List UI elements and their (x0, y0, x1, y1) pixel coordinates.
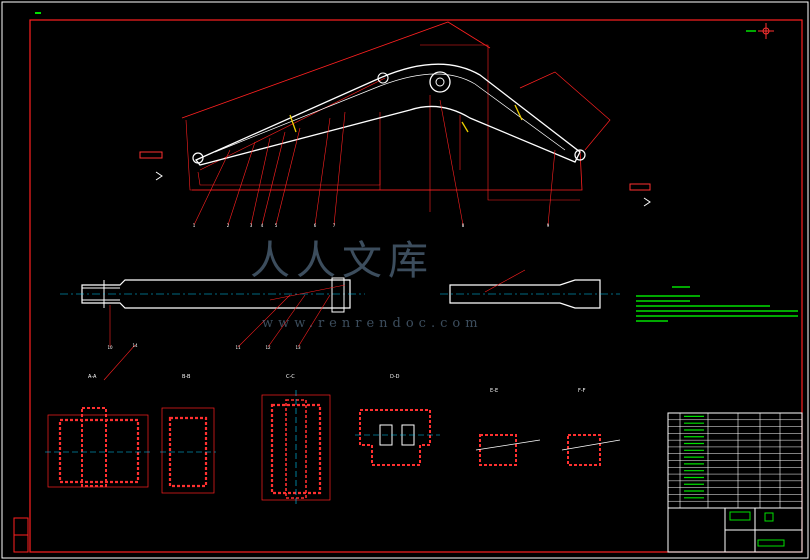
weld-mark-2 (514, 104, 523, 121)
callout-balloon: 2 (227, 223, 230, 228)
view-label-d-d: D-D (390, 374, 400, 380)
section-b-b (160, 407, 216, 494)
watermark-glyphs: 人人文库 (250, 238, 434, 284)
boom-side-view (139, 21, 651, 226)
plan-leader-2 (267, 294, 306, 348)
boom-dim-upper (181, 21, 491, 119)
title-name-box (729, 511, 751, 521)
datum-right (643, 197, 651, 207)
boom-dim-end (519, 71, 611, 151)
leader-1 (193, 149, 231, 226)
corner-indicator (746, 23, 774, 39)
plan-leader-1 (237, 294, 291, 348)
leader-7 (333, 111, 346, 226)
section-d-d (355, 409, 440, 466)
callout-balloon: 14 (132, 343, 138, 348)
callout-balloon: 12 (265, 345, 271, 350)
plan-leader-3 (297, 294, 331, 348)
callout-balloon: 7 (333, 223, 336, 228)
section-a-web (81, 407, 107, 487)
drawing-frame (29, 19, 803, 553)
callout-balloon: 4 (261, 223, 264, 228)
foot-pin-boss (192, 152, 204, 164)
leader-2 (227, 141, 256, 226)
view-label-a-a: A-A (88, 374, 97, 380)
symbol-right (629, 183, 651, 191)
section-c-c (261, 390, 331, 505)
cylinder-pin-boss (377, 72, 389, 84)
section-a-profile (58, 418, 140, 484)
callout-balloon: 8 (462, 223, 465, 228)
plan-dim-1 (269, 284, 346, 301)
title-block-frame (667, 412, 803, 553)
section-a-frame (47, 414, 149, 488)
title-scale-box (764, 512, 774, 522)
leader-6 (314, 117, 331, 226)
plan-right-body (449, 279, 601, 309)
section-b-frame (161, 407, 215, 494)
section-e-profile (479, 434, 517, 466)
section-d-profile (359, 409, 431, 466)
callout-balloon: 6 (314, 223, 317, 228)
leader-9 (547, 149, 556, 226)
tip-pin-boss (574, 149, 586, 161)
view-label-e-e: E-E (490, 388, 499, 394)
symbol-left (139, 151, 163, 159)
callout-balloon: 13 (295, 345, 301, 350)
technical-notes (636, 286, 798, 322)
view-label-b-b: B-B (182, 374, 191, 380)
section-e-leader (475, 439, 541, 451)
datum-left (155, 171, 163, 181)
boom-plan-view (60, 269, 620, 348)
callout-balloon: 3 (250, 223, 253, 228)
boom-dim-right (420, 44, 580, 201)
leader-3 (250, 137, 271, 226)
plan-dim-2 (484, 269, 526, 293)
callout-balloon: 11 (235, 345, 241, 350)
center-pin-boss (429, 71, 451, 93)
center-pin-hole (435, 77, 445, 87)
section-f-leader (561, 439, 621, 451)
leader-8 (439, 99, 464, 226)
weld-mark-3 (461, 121, 469, 133)
leader-4 (261, 131, 286, 226)
callout-balloon: 5 (275, 223, 278, 228)
title-block (667, 412, 803, 553)
callout-balloon: 1 (193, 223, 196, 228)
section-f-profile (567, 434, 601, 466)
boom-inner-line (214, 73, 566, 153)
boom-dim-left (185, 119, 440, 191)
leader-5 (275, 127, 301, 226)
section-f-f (561, 434, 621, 466)
frame-tag (35, 12, 41, 14)
callout-balloon: 10 (107, 345, 113, 350)
weld-mark-1 (289, 114, 297, 133)
view-label-c-c: C-C (286, 374, 295, 380)
view-label-f-f: F-F (578, 388, 586, 394)
callout-balloon: 9 (547, 223, 550, 228)
boom-outline (194, 63, 581, 166)
boom-dim-base (197, 170, 381, 186)
plan-left-flange (331, 277, 345, 313)
section-e-e (475, 434, 541, 466)
title-drawing-no-box (757, 539, 785, 547)
watermark-url: www.renrendoc.com (262, 316, 483, 331)
section-a-a (45, 344, 150, 488)
parts-list-rows (668, 415, 802, 502)
section-a-leader (103, 344, 136, 381)
plan-left-body (81, 279, 351, 309)
